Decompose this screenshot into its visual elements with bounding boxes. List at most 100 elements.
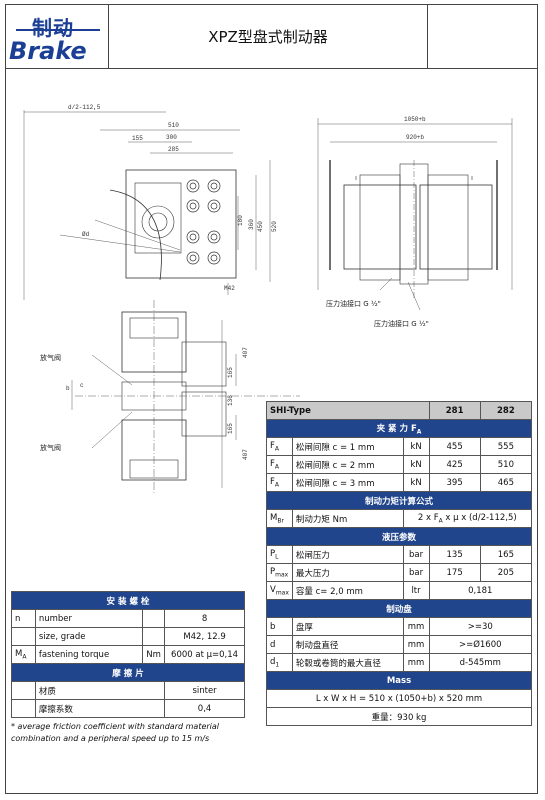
clamp-title-sub: A: [416, 428, 422, 436]
sym-sub: A: [274, 445, 279, 453]
disc-section-title: 制动盘: [266, 599, 532, 618]
value-281: 395: [428, 473, 481, 492]
unit: kN: [402, 473, 430, 492]
dim-300: 300: [166, 134, 177, 141]
unit: kN: [402, 437, 430, 456]
pad-desc: 摩擦系数: [34, 699, 166, 718]
bolt-section-title: 安 装 螺 栓: [11, 591, 245, 610]
pad-section-title: 摩 擦 片: [11, 663, 245, 682]
sym-sub: A: [274, 481, 279, 489]
hydraulic-desc: 松闸压力: [291, 545, 404, 564]
sym: F: [270, 476, 275, 487]
disc-section-row: 制动盘: [266, 599, 532, 618]
sym: b: [266, 617, 293, 636]
value-282: 510: [479, 455, 533, 474]
unit: ltr: [402, 581, 430, 600]
sym-sub: Br: [277, 517, 284, 525]
dim-407-bottom: 407: [242, 449, 249, 460]
bolt-section-row: 安 装 螺 栓: [11, 591, 245, 610]
formula-b: x μ x (d/2-112,5): [442, 512, 517, 523]
clamp-section-title: 夹 紧 力 FA: [266, 419, 532, 438]
pad-value: 0,4: [164, 699, 245, 718]
bolt-row: n number 8: [11, 609, 245, 628]
sym: F: [270, 440, 275, 451]
front-view-dims: d/2-112,5 510 300 155 285 180 360 450 52…: [68, 104, 278, 292]
dim-360: 360: [248, 219, 255, 230]
disc-value: >=Ø1600: [428, 635, 532, 654]
value-282: 555: [479, 437, 533, 456]
hydraulic-desc: 最大压力: [291, 563, 404, 582]
vent-valve-label-2: 放气阀: [40, 443, 61, 452]
pad-row: 材质 sinter: [11, 681, 245, 700]
value-282: 205: [479, 563, 533, 582]
dim-510: 510: [168, 122, 179, 129]
mass-section-title: Mass: [266, 671, 532, 690]
dim-920b: 920+b: [406, 134, 424, 141]
disc-desc: 盘厚: [291, 617, 404, 636]
disc-desc: 轮毂或卷筒的最大直径: [291, 653, 404, 672]
clamp-section-row: 夹 紧 力 FA: [266, 419, 532, 438]
clamp-desc: 松闸间隙 c = 2 mm: [291, 455, 404, 474]
unit: mm: [402, 653, 430, 672]
value-281: 425: [428, 455, 481, 474]
value-281: 455: [428, 437, 481, 456]
bolt-pattern: [186, 179, 221, 265]
clamp-title-text: 夹 紧 力 F: [376, 423, 417, 434]
sym: d: [266, 635, 293, 654]
unit: bar: [402, 545, 430, 564]
brake-logo: 制动 Brake: [6, 5, 109, 68]
sym: V: [270, 584, 276, 595]
formula-sub: A: [438, 517, 443, 525]
dim-disc-dia: Ød: [82, 231, 90, 238]
logo-en-text: Brake: [9, 37, 87, 65]
bolt-desc: number: [34, 609, 144, 628]
bolt-desc: size, grade: [34, 627, 144, 646]
dim-180: 180: [237, 215, 244, 226]
dim-520: 520: [271, 221, 278, 232]
type-282: 282: [479, 401, 533, 420]
dim-c: c: [80, 382, 84, 389]
sym: d: [270, 656, 276, 667]
spec-table-body: SHI-Type 281 282 夹 紧 力 FA FA 松闸间隙 c = 1 …: [266, 401, 533, 726]
torque-section-title: 制动力矩计算公式: [266, 491, 532, 510]
page-frame: 制动 Brake XPZ型盘式制动器: [5, 4, 538, 794]
disc-row: d 制动盘直径 mm >=Ø1600: [266, 635, 532, 654]
top-view-dims: 1050+b 920+b 压力油接口 G ½" 压力油接口 G ½": [326, 116, 429, 328]
dim-m42: M42: [224, 285, 235, 292]
sym: F: [270, 458, 275, 469]
value-281: 135: [428, 545, 481, 564]
volume-desc: 容量 c= 2,0 mm: [291, 581, 404, 600]
volume-row: Vmax 容量 c= 2,0 mm ltr 0,181: [266, 581, 532, 600]
oil-port-label-1: 压力油接口 G ½": [326, 299, 381, 308]
dim-136: 136: [227, 395, 234, 406]
dim-1050b: 1050+b: [404, 116, 426, 123]
pad-section-row: 摩 擦 片: [11, 663, 245, 682]
clamp-row: FA 松闸间隙 c = 3 mm kN 395 465: [266, 473, 533, 492]
pad-value: sinter: [164, 681, 245, 700]
torque-section-row: 制动力矩计算公式: [266, 491, 532, 510]
sym-sub: max: [275, 571, 289, 579]
clamp-desc: 松闸间隙 c = 1 mm: [291, 437, 404, 456]
unit: mm: [402, 617, 430, 636]
sym-blank: [11, 699, 36, 718]
value-282: 165: [479, 545, 533, 564]
dim-165-top: 165: [227, 367, 234, 378]
volume-value: 0,181: [428, 581, 532, 600]
torque-row: MBr 制动力矩 Nm 2 x FA x μ x (d/2-112,5): [266, 509, 533, 528]
pad-desc: 材质: [34, 681, 166, 700]
disc-value: >=30: [428, 617, 532, 636]
mass-weight-row: 重量：930 kg: [266, 707, 532, 726]
dim-285: 285: [168, 146, 179, 153]
mass-dims-row: L x W x H = 510 x (1050+b) x 520 mm: [266, 689, 532, 708]
torque-desc: 制动力矩 Nm: [291, 509, 404, 528]
hydraulic-row: Pmax 最大压力 bar 175 205: [266, 563, 533, 582]
dim-half-disc: d/2-112,5: [68, 104, 101, 111]
sym-sub: L: [275, 553, 279, 561]
bolt-table: 安 装 螺 栓 n number 8 size, grade M42, 12.9…: [11, 591, 245, 718]
clamp-row: FA 松闸间隙 c = 2 mm kN 425 510: [266, 455, 533, 474]
dim-155: 155: [132, 135, 143, 142]
bolt-row: MA fastening torque Nm 6000 at μ=0,14: [11, 645, 245, 664]
hydraulic-row: PL 松闸压力 bar 135 165: [266, 545, 533, 564]
clamp-row: FA 松闸间隙 c = 1 mm kN 455 555: [266, 437, 533, 456]
